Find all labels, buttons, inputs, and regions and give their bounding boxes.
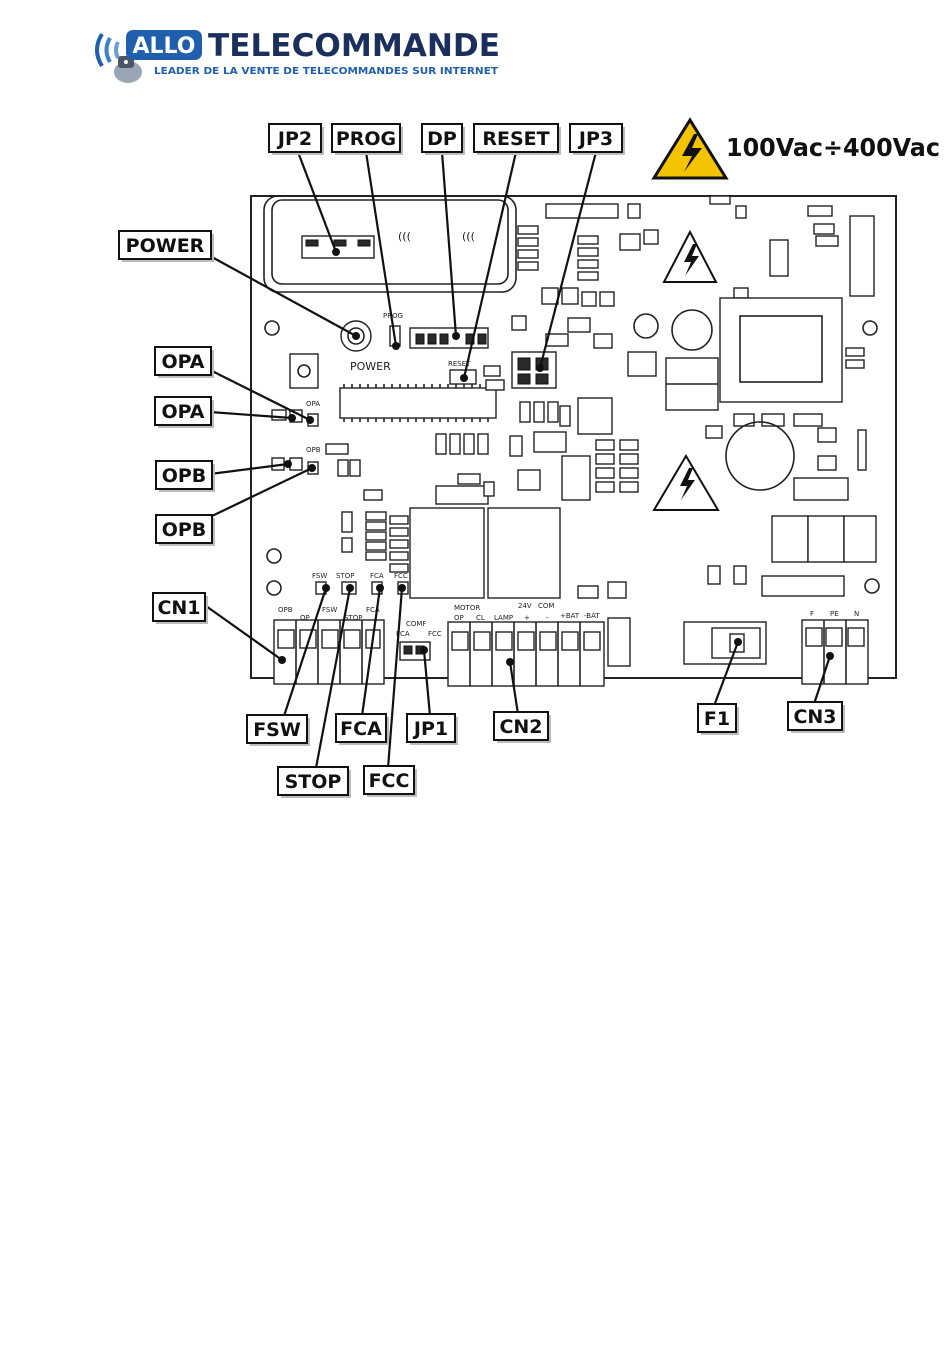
board-label-cl: CL [476, 614, 485, 622]
control-board-diagram: 100Vac÷400Vac ((( ((( POWER PROG RESET [0, 110, 950, 810]
board-label-opb: OPB [306, 446, 321, 454]
board-label-lamp: LAMP [494, 614, 513, 622]
callout-opb-1-label: OPB [162, 465, 207, 487]
logo-tagline: LEADER DE LA VENTE DE TELECOMMANDES SUR … [154, 66, 499, 77]
board-label-fsw: FSW [312, 572, 327, 580]
callout-opa-2: OPA [155, 397, 214, 428]
board-label-n: N [854, 610, 859, 618]
callout-stop-label: STOP [285, 771, 342, 793]
callout-opb-1: OPB [156, 461, 215, 492]
transformer [720, 298, 842, 402]
f1-fuse [684, 622, 766, 664]
callout-jp1-label: JP1 [412, 718, 448, 740]
callout-reset-label: RESET [482, 128, 549, 150]
callout-jp2: JP2 [269, 124, 324, 155]
board-label-24v: 24V [518, 602, 532, 610]
callout-fcc: FCC [364, 766, 417, 797]
callout-jp3: JP3 [570, 124, 625, 155]
callout-f1: F1 [698, 704, 739, 735]
callout-prog-label: PROG [336, 128, 396, 150]
board-label-prog: PROG [383, 312, 403, 320]
board-label-f: F [810, 610, 814, 618]
callout-prog: PROG [332, 124, 403, 155]
cn3-terminal-block [802, 620, 868, 684]
logo-brand-text: TELECOMMANDE [208, 28, 500, 64]
terminal-label-opb: OPB [278, 606, 293, 614]
callout-opa-1-label: OPA [161, 351, 204, 373]
callout-reset: RESET [474, 124, 561, 155]
hand-remote-icon [114, 56, 142, 83]
logo-badge-text: ALLO [133, 34, 196, 59]
callout-opb-2: OPB [156, 515, 215, 546]
callout-dp-label: DP [427, 128, 457, 150]
callout-opa-1: OPA [155, 347, 214, 378]
callout-f1-label: F1 [704, 708, 730, 730]
callout-jp2-label: JP2 [276, 128, 312, 150]
callout-power: POWER [119, 231, 214, 262]
relay-2 [488, 508, 560, 598]
board-label-pe: PE [830, 610, 839, 618]
high-voltage-warning: 100Vac÷400Vac [654, 120, 940, 178]
board-label-fcc-jp: FCC [428, 630, 442, 638]
callout-opb-2-label: OPB [162, 519, 207, 541]
callout-jp1: JP1 [407, 714, 458, 745]
board-label-plus: + [524, 614, 530, 622]
callout-opa-2-label: OPA [161, 401, 204, 423]
callout-cn3: CN3 [788, 702, 845, 733]
callout-fsw-label: FSW [253, 719, 301, 741]
terminal-label-fsw: FSW [322, 606, 337, 614]
callout-cn2: CN2 [494, 712, 551, 743]
callout-fcc-label: FCC [369, 770, 410, 792]
microcontroller-chip [340, 388, 496, 418]
board-label-com: COM [538, 602, 554, 610]
callout-stop: STOP [278, 767, 351, 798]
callout-power-label: POWER [126, 235, 205, 257]
callout-cn3-label: CN3 [793, 706, 836, 728]
board-label-fcc: FCC [394, 572, 408, 580]
callout-jp3-label: JP3 [577, 128, 613, 150]
board-label-opa: OPA [306, 400, 320, 408]
pcb-board: ((( ((( POWER PROG RESET [251, 196, 896, 686]
board-label-comp: COMF [406, 620, 426, 628]
svg-text:(((: ((( [462, 230, 475, 243]
board-label-bat-minus: -BAT [584, 612, 600, 620]
callout-cn1-label: CN1 [157, 597, 200, 619]
cn2-terminal-block [448, 622, 604, 686]
board-label-stop: STOP [336, 572, 354, 580]
brand-logo: ALLO TELECOMMANDE LEADER DE LA VENTE DE … [88, 26, 508, 88]
signal-icon [97, 34, 118, 66]
board-label-op2: OP [454, 614, 464, 622]
callout-fca-label: FCA [340, 718, 382, 740]
board-label-bat-plus: +BAT [560, 612, 580, 620]
board-label-motor: MOTOR [454, 604, 480, 612]
callout-cn2-label: CN2 [499, 716, 542, 738]
callout-fsw: FSW [247, 715, 310, 746]
relay-1 [410, 508, 484, 598]
callout-fca: FCA [336, 714, 389, 745]
svg-text:(((: ((( [398, 230, 411, 243]
callout-dp: DP [422, 124, 465, 155]
voltage-range-label: 100Vac÷400Vac [726, 133, 940, 162]
board-label-power: POWER [350, 360, 391, 373]
callout-cn1: CN1 [153, 593, 208, 624]
board-label-fca: FCA [370, 572, 384, 580]
